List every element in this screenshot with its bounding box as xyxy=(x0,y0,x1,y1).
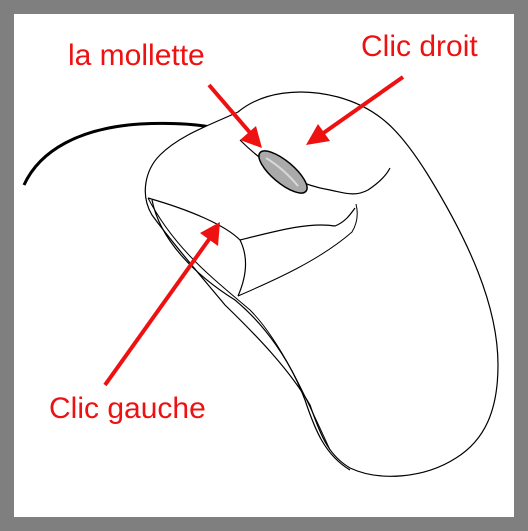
mouse-diagram: la mollette Clic droit Clic gauche xyxy=(14,14,514,517)
label-right-click: Clic droit xyxy=(361,30,478,63)
arrow-left-click xyxy=(105,222,220,385)
label-left-click: Clic gauche xyxy=(49,392,206,425)
diagram-canvas: la mollette Clic droit Clic gauche xyxy=(14,14,514,517)
label-scroll-wheel: la mollette xyxy=(68,39,205,72)
